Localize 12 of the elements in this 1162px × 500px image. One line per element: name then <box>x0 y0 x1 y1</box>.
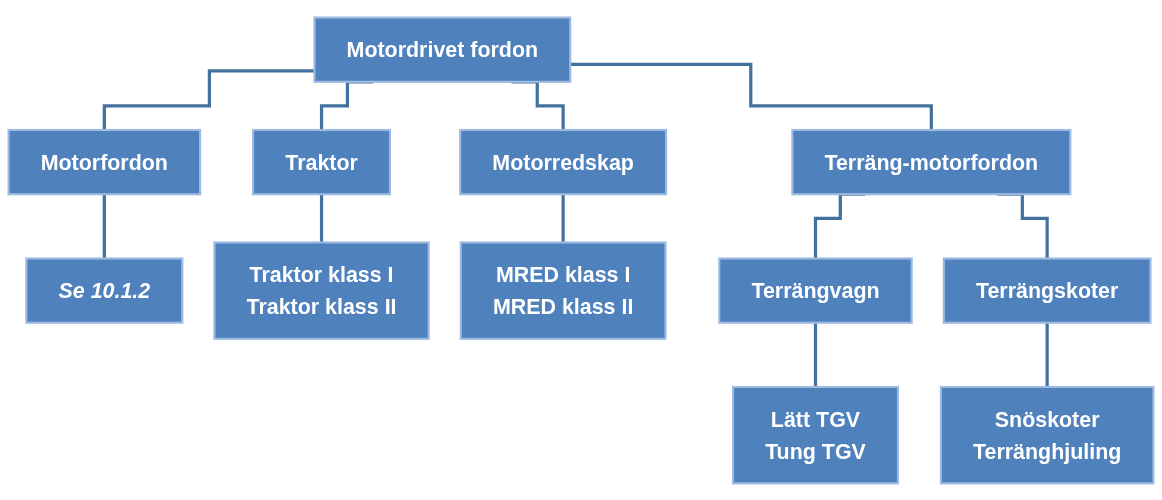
node-box: Terrängvagn <box>718 256 913 324</box>
node-box: Motorredskap <box>459 128 668 195</box>
node-box: Motorfordon <box>7 128 202 195</box>
node-box: Traktor klass I Traktor klass II <box>213 240 430 340</box>
node-box: Motordrivet fordon <box>313 16 572 83</box>
node-box: Lätt TGV Tung TGV <box>731 385 900 484</box>
node-box: Terrängskoter <box>942 256 1152 324</box>
node-box: Snöskoter Terränghjuling <box>939 385 1155 484</box>
node-box: MRED klass I MRED klass II <box>459 240 667 340</box>
node-box: Se 10.1.2 <box>25 256 184 324</box>
node-box: Terräng-motorfordon <box>791 128 1072 195</box>
node-box: Traktor <box>252 128 392 195</box>
